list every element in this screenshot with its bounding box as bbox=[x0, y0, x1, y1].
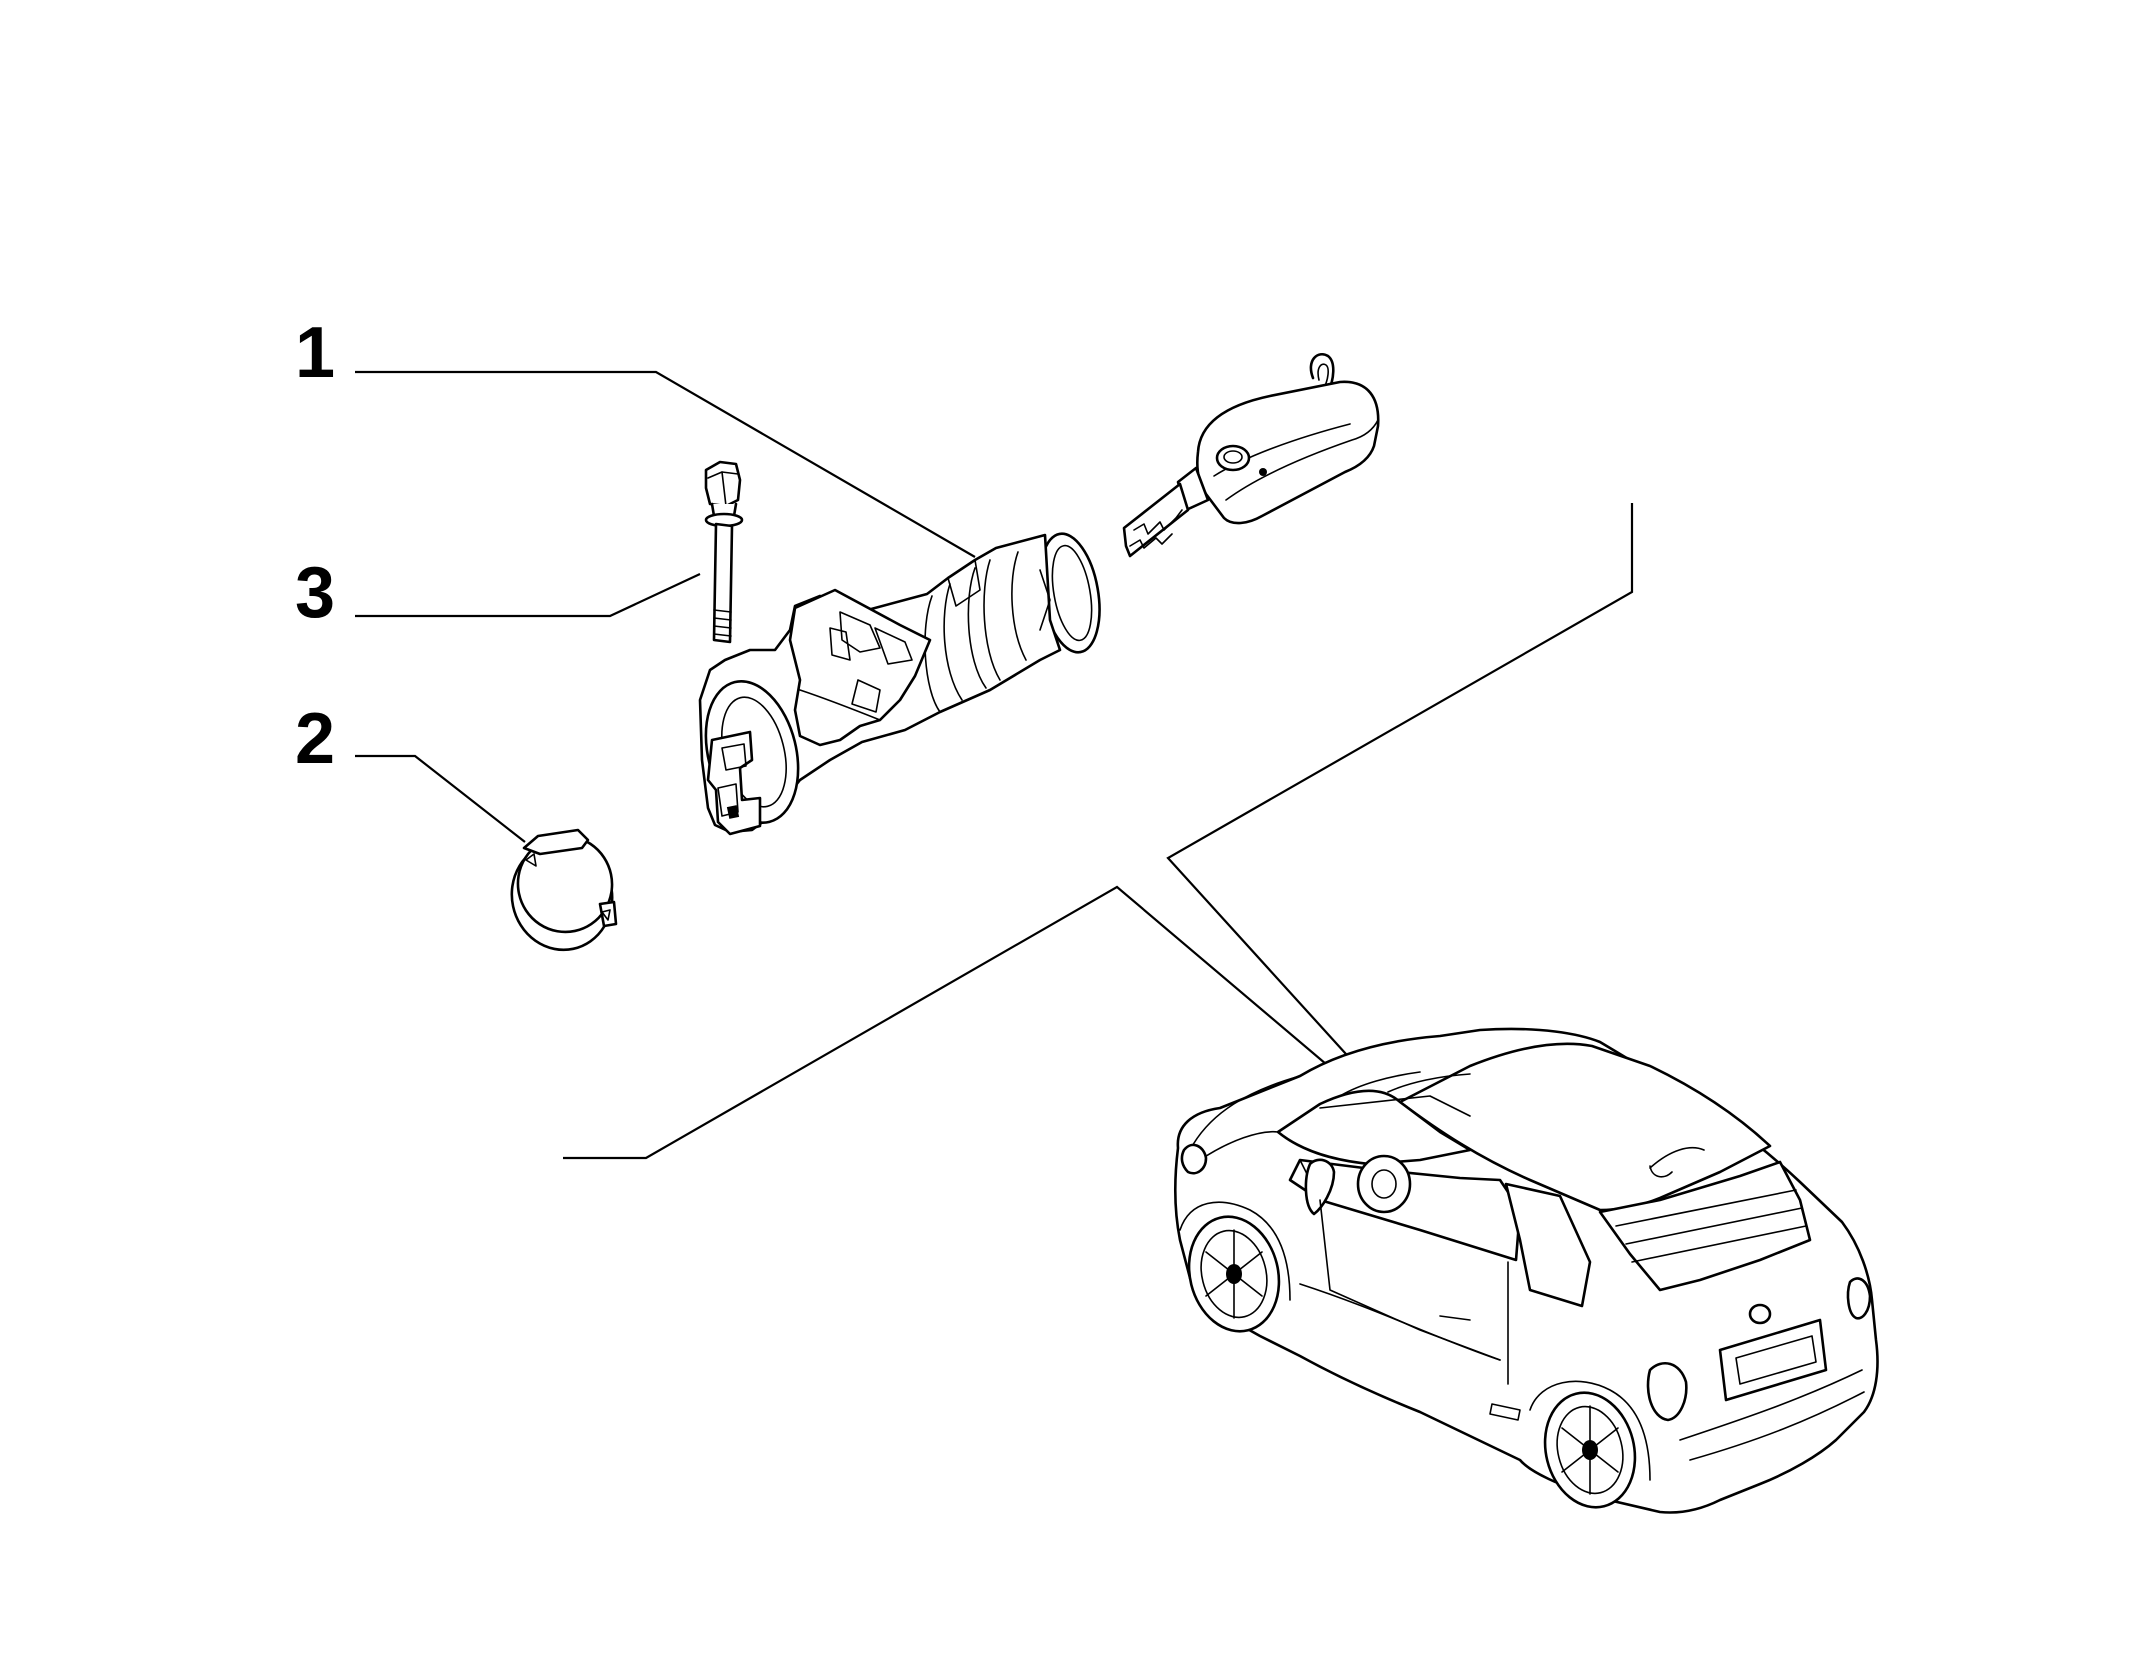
car-icon bbox=[1173, 1027, 1879, 1514]
callout-number-3: 3 bbox=[295, 553, 335, 633]
detail-frame-lines bbox=[563, 503, 1634, 1160]
shear-bolt-icon bbox=[704, 460, 744, 644]
leader-line-2 bbox=[355, 754, 526, 843]
callout-number-1: 1 bbox=[295, 313, 335, 393]
leader-line-1 bbox=[355, 370, 976, 558]
callout-number-2: 2 bbox=[295, 699, 335, 779]
trim-cap-icon bbox=[510, 828, 618, 952]
ignition-lock-cylinder-icon bbox=[698, 532, 1101, 836]
flip-key-icon bbox=[1122, 353, 1380, 558]
leader-line-3 bbox=[355, 573, 701, 618]
